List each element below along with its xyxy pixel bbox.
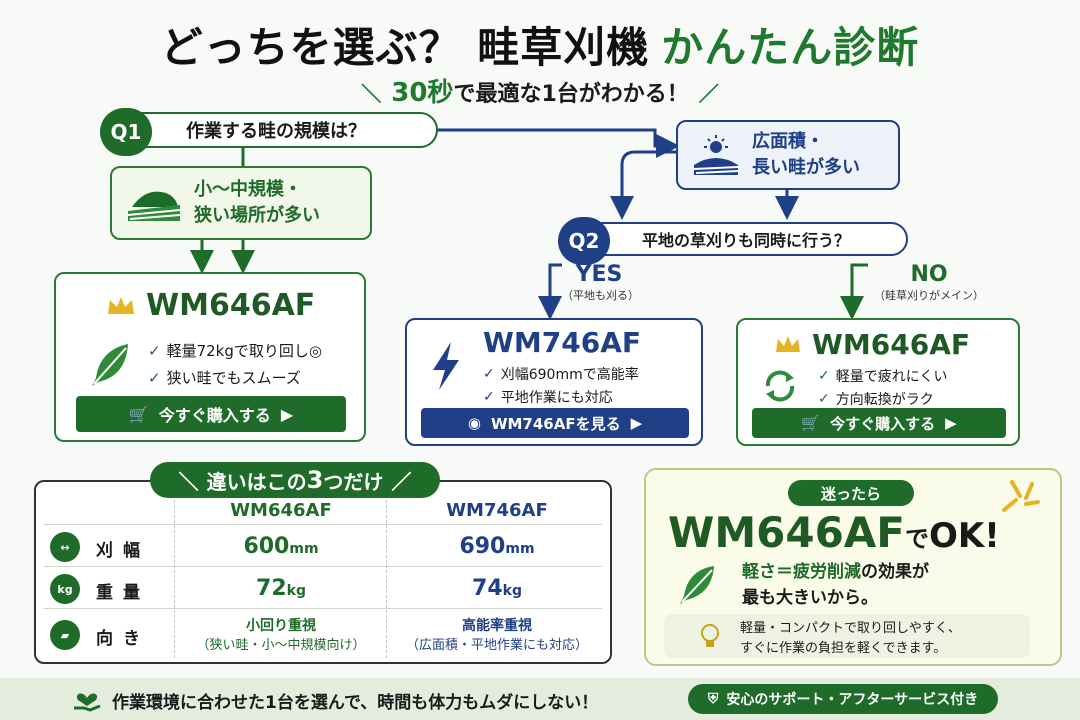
yes-branch: YES （平地も刈る） <box>562 262 639 303</box>
no-label: NO <box>910 262 948 287</box>
buy-button-right-label: 今すぐ購入する <box>830 414 936 433</box>
recommend-tip: 軽量・コンパクトで取り回しやすく、 すぐに作業の負担を軽くできます。 <box>664 614 1030 658</box>
large-scale-option[interactable]: 広面積・ 長い畦が多い <box>676 120 900 190</box>
q1-badge: Q1 <box>100 108 152 156</box>
sun-field-icon <box>693 135 739 175</box>
question-2: Q2 平地の草刈りも同時に行う？ <box>558 217 908 265</box>
card-left-feature-2: ✓狭い畦でもスムーズ <box>148 368 301 388</box>
product-card-left: WM646AF ✓軽量72kgで取り回し◎ ✓狭い畦でもスムーズ 🛒 今すぐ購入… <box>54 272 366 442</box>
card-mid-feature-2: ✓平地作業にも対応 <box>483 389 613 406</box>
cell-direction-1: 小回り重視（狭い畦・小～中規模向け） <box>196 618 366 653</box>
table-divider <box>44 566 602 567</box>
table-divider <box>44 524 602 525</box>
tip-line-1: 軽量・コンパクトで取り回しやすく、 <box>740 621 961 636</box>
small-scale-option[interactable]: 小～中規模・ 狭い場所が多い <box>110 166 372 240</box>
buy-button-left[interactable]: 🛒 今すぐ購入する ▶ <box>76 396 346 432</box>
cell-width-2: 690mm <box>459 534 535 559</box>
cart-icon: 🛒 <box>128 404 149 424</box>
weight-icon: kg <box>50 574 80 604</box>
field-icon <box>127 191 181 221</box>
no-note: （畦草刈りがメイン） <box>874 289 984 302</box>
crown-icon <box>776 335 800 352</box>
row-label-direction: 向き <box>96 629 150 649</box>
no-branch: NO （畦草刈りがメイン） <box>864 262 994 303</box>
large-scale-text: 広面積・ 長い畦が多い <box>752 129 860 181</box>
width-arrows-icon: ↔ <box>50 532 80 562</box>
q2-badge: Q2 <box>558 217 610 265</box>
eye-icon: ◉ <box>467 414 481 432</box>
support-badge[interactable]: ⛨ 安心のサポート・アフターサービス付き <box>688 684 998 714</box>
recommend-tag: 迷ったら <box>788 480 914 506</box>
tip-line-2: すぐに作業の負担を軽くできます。 <box>740 641 947 657</box>
arrow-right-icon: ▶ <box>630 414 643 432</box>
cell-weight-1: 72kg <box>256 576 306 601</box>
page-title: どっちを選ぶ？ 畦草刈機かんたん診断 <box>0 14 1080 75</box>
view-button-mid[interactable]: ◉ WM746AFを見る ▶ <box>421 408 689 438</box>
cart-icon: 🛒 <box>801 414 821 432</box>
footer-bar: 作業環境に合わせた1台を選んで、時間も体力もムダにしない！ ⛨ 安心のサポート・… <box>0 678 1080 720</box>
arrow-right-icon: ▶ <box>280 404 294 424</box>
product-card-right: WM646AF ✓軽量で疲れにくい ✓方向転換がラク 🛒 今すぐ購入する ▶ <box>736 318 1020 446</box>
card-right-feature-2: ✓方向転換がラク <box>818 391 934 408</box>
table-col-divider <box>174 490 175 658</box>
card-right-feature-1: ✓軽量で疲れにくい <box>818 368 948 385</box>
large-scale-line2: 長い畦が多い <box>752 157 860 178</box>
title-main: どっちを選ぶ？ 畦草刈機 <box>160 23 650 72</box>
col-header-1: WM646AF <box>230 500 332 521</box>
arrow-right-icon: ▶ <box>945 414 957 432</box>
subtitle-seconds: 30秒 <box>391 78 454 108</box>
feather-icon <box>680 566 714 604</box>
footer-text: 作業環境に合わせた1台を選んで、時間も体力もムダにしない！ <box>112 693 599 713</box>
row-label-weight: 重量 <box>96 583 150 603</box>
q2-text: 平地の草刈りも同時に行う？ <box>642 231 851 250</box>
title-accent: かんたん診断 <box>661 23 920 72</box>
heart-hand-icon <box>74 693 101 712</box>
lightbulb-icon <box>701 624 719 647</box>
small-scale-text: 小～中規模・ 狭い場所が多い <box>194 177 320 229</box>
view-button-mid-label: WM746AFを見る <box>490 414 621 433</box>
subtitle-rest: で最適な1台がわかる！ <box>453 82 689 107</box>
row-label-width: 刈幅 <box>96 541 150 561</box>
crown-icon <box>108 296 134 314</box>
col-header-2: WM746AF <box>446 500 548 521</box>
table-col-divider <box>386 490 387 658</box>
sparkle-icon <box>1002 480 1040 512</box>
sparkle-right-icon: ／ <box>698 82 719 106</box>
lightning-icon <box>433 342 459 390</box>
subtitle: ＼ 30秒で最適な1台がわかる！ ／ <box>0 72 1080 109</box>
question-1: Q1 作業する畦の規模は？ <box>100 108 438 156</box>
small-scale-line1: 小～中規模・ <box>194 178 302 200</box>
card-left-feature-1: ✓軽量72kgで取り回し◎ <box>148 341 322 361</box>
shield-icon: ⛨ <box>707 691 719 707</box>
product-card-mid: WM746AF ✓刈幅690mmで高能率 ✓平地作業にも対応 ◉ WM746AF… <box>405 318 703 446</box>
card-left-name: WM646AF <box>146 288 316 323</box>
buy-button-left-label: 今すぐ購入する <box>158 406 271 425</box>
recommend-reason: 軽さ＝疲労削減の効果が 最も大きいから。 <box>742 562 929 608</box>
q1-text: 作業する畦の規模は？ <box>186 121 366 142</box>
card-mid-name: WM746AF <box>483 326 641 359</box>
large-scale-line1: 広面積・ <box>752 130 824 152</box>
feather-icon <box>92 344 128 386</box>
recommend-headline: WM646AFでOK! <box>668 508 1000 557</box>
buy-button-right[interactable]: 🛒 今すぐ購入する ▶ <box>752 408 1006 438</box>
support-badge-label: 安心のサポート・アフターサービス付き <box>726 692 979 708</box>
sparkle-left-icon: ＼ <box>361 82 382 106</box>
small-scale-line2: 狭い場所が多い <box>194 205 320 226</box>
field-direction-icon: ▰ <box>50 620 80 650</box>
yes-note: （平地も刈る） <box>562 289 639 302</box>
card-right-name: WM646AF <box>812 328 970 361</box>
table-divider <box>44 608 602 609</box>
comparison-table: WM646AF WM746AF ↔ 刈幅 600mm 690mm kg 重量 7… <box>34 480 612 664</box>
card-mid-feature-1: ✓刈幅690mmで高能率 <box>483 366 639 383</box>
rotate-icon <box>765 370 795 402</box>
recommendation-box: 迷ったら WM646AFでOK! 軽さ＝疲労削減の効果が 最も大きいから。 軽量… <box>644 468 1062 666</box>
yes-label: YES <box>575 262 623 287</box>
cell-direction-2: 高能率重視（広面積・平地作業にも対応） <box>405 618 588 653</box>
cell-width-1: 600mm <box>243 534 319 559</box>
cell-weight-2: 74kg <box>472 576 522 601</box>
